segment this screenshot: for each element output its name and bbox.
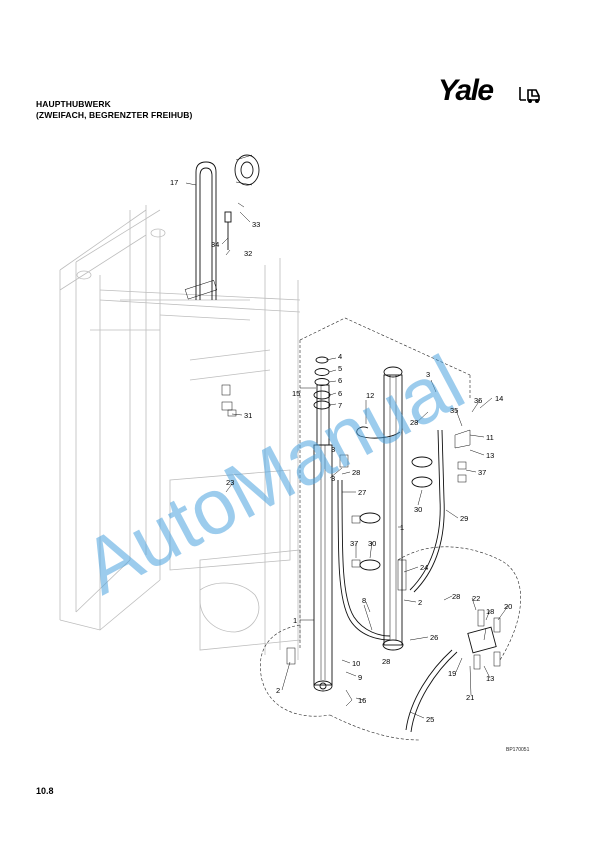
callout-13b: 13 [486, 674, 494, 683]
callout-16: 16 [358, 696, 366, 705]
assembly-boundary [299, 317, 471, 650]
leader-lines [185, 182, 509, 719]
callout-17: 17 [170, 178, 178, 187]
lift-chain [184, 161, 218, 300]
callout-2a: 2 [418, 598, 422, 607]
callout-6a: 6 [338, 376, 342, 385]
callout-1b: 1 [293, 616, 297, 625]
chain-anchor [224, 202, 245, 250]
callout-28b: 28 [352, 468, 360, 477]
callout-7: 7 [338, 401, 342, 410]
callout-32: 32 [244, 249, 252, 258]
chain-pulley [234, 154, 260, 186]
callout-33: 33 [252, 220, 260, 229]
brand-name: Yale [438, 74, 494, 107]
callout-19: 19 [448, 669, 456, 678]
callout-29: 29 [460, 514, 468, 523]
callout-18: 18 [486, 607, 494, 616]
callout-8: 8 [362, 596, 366, 605]
callout-37a: 37 [478, 468, 486, 477]
callout-2b: 2 [276, 686, 280, 695]
callout-12: 12 [366, 391, 374, 400]
callout-13a: 13 [486, 451, 494, 460]
callout-28d: 28 [382, 657, 390, 666]
figure-reference: BP170051 [506, 747, 530, 753]
callout-10: 10 [352, 659, 360, 668]
callout-34: 34 [211, 240, 219, 249]
callout-3c: 3 [331, 474, 335, 483]
callout-15: 15 [292, 389, 300, 398]
callout-22: 22 [472, 594, 480, 603]
page-title: HAUPTHUBWERK (ZWEIFACH, BEGRENZTER FREIH… [36, 99, 192, 121]
fittings [221, 384, 471, 707]
callout-30a: 30 [414, 505, 422, 514]
callout-6b: 6 [338, 389, 342, 398]
page-number: 10.8 [36, 786, 54, 796]
callout-28a: 28 [410, 418, 418, 427]
callout-31: 31 [244, 411, 252, 420]
title-line-1: HAUPTHUBWERK [36, 99, 111, 109]
callout-1a: 1 [400, 523, 404, 532]
callout-9: 9 [358, 673, 362, 682]
hydraulic-lines [260, 426, 521, 741]
callout-5: 5 [338, 364, 342, 373]
right-lift-cylinder [382, 366, 404, 651]
callout-3b: 3 [331, 445, 335, 454]
callout-30b: 30 [368, 539, 376, 548]
callout-14: 14 [495, 394, 503, 403]
callout-21: 21 [466, 693, 474, 702]
callout-20: 20 [504, 602, 512, 611]
callout-27: 27 [358, 488, 366, 497]
forklift-icon [519, 87, 540, 103]
callout-labels: 17 33 34 32 4 5 6 6 7 3 15 12 28 3 35 36… [170, 178, 512, 724]
callout-35: 35 [450, 406, 458, 415]
callout-28c: 28 [452, 592, 460, 601]
callout-26: 26 [430, 633, 438, 642]
callout-23: 23 [226, 478, 234, 487]
callout-3a: 3 [426, 370, 430, 379]
left-lift-cylinder [313, 384, 333, 692]
callout-4: 4 [338, 352, 342, 361]
title-line-2: (ZWEIFACH, BEGRENZTER FREIHUB) [36, 110, 193, 120]
callout-37b: 37 [350, 539, 358, 548]
callout-11: 11 [486, 433, 494, 442]
hose-clamps [351, 456, 467, 571]
callout-36: 36 [474, 396, 482, 405]
callout-25: 25 [426, 715, 434, 724]
mast-frame-ghost [59, 205, 301, 660]
callout-24: 24 [420, 563, 428, 572]
valve-block [467, 609, 501, 670]
yale-logo: Yale [438, 74, 548, 108]
